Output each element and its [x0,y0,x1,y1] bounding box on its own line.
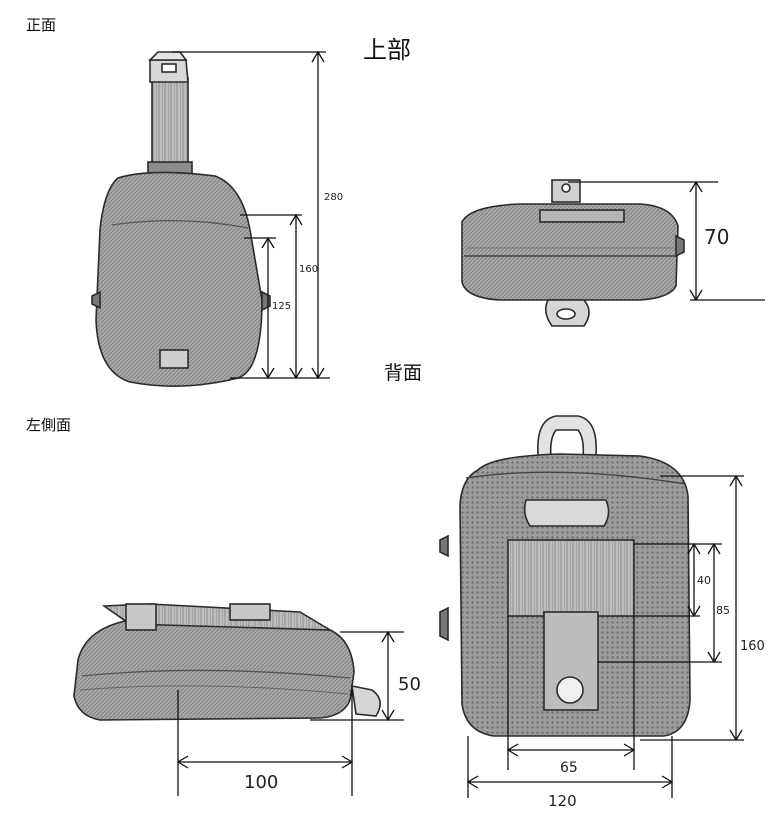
front-view-label: 正面 [26,16,57,34]
front-lower-height-label: 125 [272,301,291,312]
left-length-label: 100 [244,772,278,793]
back-total-height-label: 160 [740,639,765,654]
left-dimensions [176,630,404,796]
back-strap-width-label: 65 [560,760,578,776]
back-dimensions [466,474,744,798]
back-snap-button [556,676,584,704]
back-view-bag [439,415,691,737]
front-total-height-label: 280 [324,192,343,203]
left-side-view-label: 左側面 [26,416,72,434]
back-view-label: 背面 [384,362,423,384]
front-view-bag [91,51,271,387]
front-body-height-label: 160 [299,264,318,275]
left-carabiner [351,684,381,717]
back-strap-upper-label: 40 [697,574,711,587]
back-strap [507,539,635,617]
back-total-width-label: 120 [548,792,577,810]
top-view-label: 上部 [363,36,411,64]
back-strap-lower-label: 85 [716,604,730,617]
top-height-label: 70 [704,225,729,249]
top-view-bag [461,179,685,327]
left-depth-label: 50 [398,674,421,695]
top-dimensions [568,180,765,302]
front-dimensions [172,50,330,380]
left-side-view-bag [73,603,381,721]
front-strap [151,77,189,171]
